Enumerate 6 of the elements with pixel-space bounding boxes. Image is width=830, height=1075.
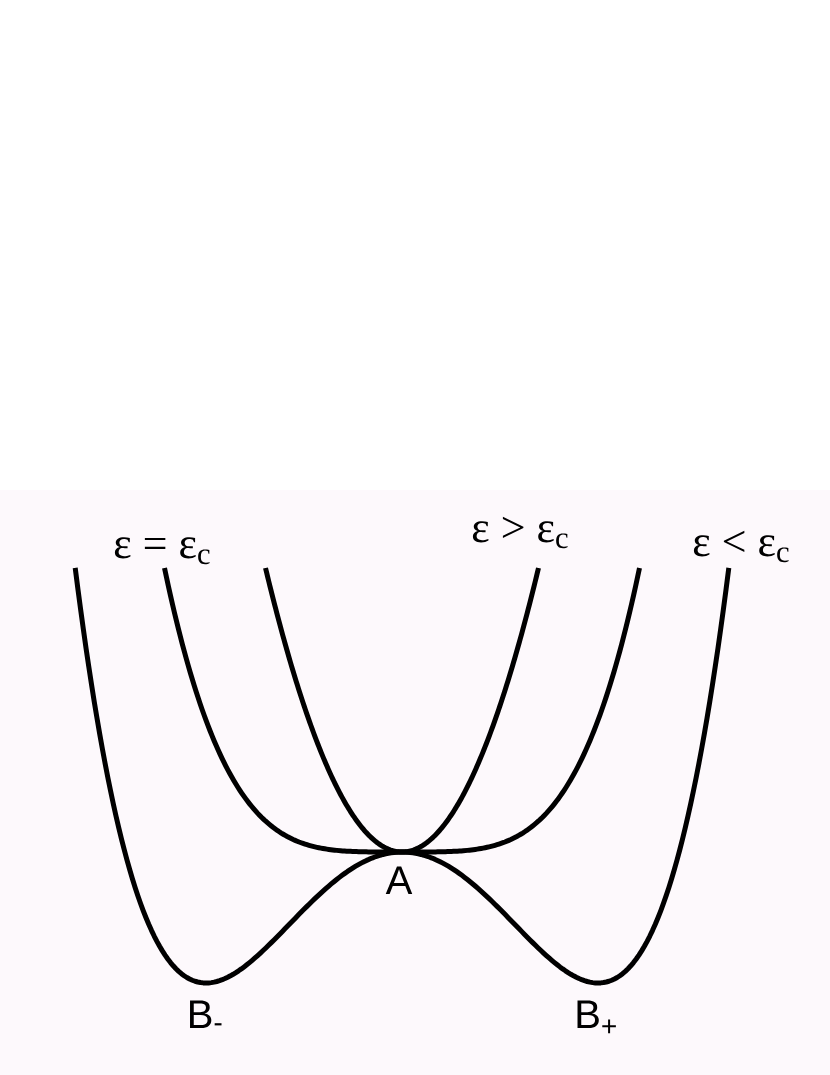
point-label: A: [385, 866, 413, 894]
condition-label: ε = ε$_{c}$: [114, 537, 210, 565]
point-label: B$_{+}$: [577, 1000, 616, 1034]
point-label: B$_{-}$: [190, 1000, 222, 1028]
condition-label: ε > ε$_{c}$: [472, 516, 568, 549]
condition-label: ε < ε$_{c}$: [693, 530, 789, 563]
